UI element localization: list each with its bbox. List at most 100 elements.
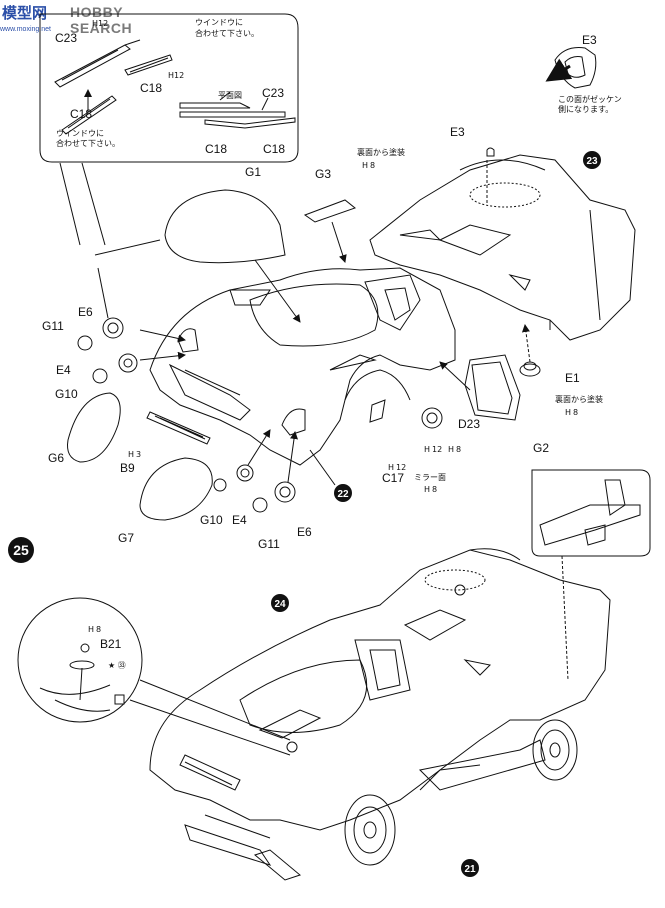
complete-car-body [149,548,611,831]
label-g6: G6 [48,451,64,465]
note-window: 合わせて下さい。 [195,28,259,38]
label-g10: G10 [55,387,78,401]
label-g7: G7 [118,531,134,545]
wiper-c18-part-2 [61,95,117,135]
watermark: 模型网 HOBBY SEARCH www.moxing.net [0,0,160,36]
badge-23-label: 23 [586,156,598,167]
e3-part-detail [554,47,597,89]
badge-22-label: 22 [337,489,349,500]
rear-detail-box [531,469,651,557]
label-e6: E6 [297,525,312,539]
d23-part [421,407,443,429]
label-d23: D23 [458,417,480,431]
label-c23: C23 [55,31,77,45]
left-headlight-parts [77,317,199,384]
front-body-shell [149,267,456,466]
rear-wheel [532,719,578,781]
label-g2: G2 [533,441,549,455]
label-g10: G10 [200,513,223,527]
inset-leader-line [81,162,106,246]
note-paint-back: 裏面から塗装 [357,147,405,157]
label-h: H [168,71,174,80]
label-e1: E1 [565,371,580,385]
e3-clip [486,147,495,157]
label-h: H [388,463,394,472]
label-h-number: 8 [432,485,437,494]
rear-detail-content [539,479,641,546]
wiper-c18-part [124,54,173,76]
note-sticker: この面がゼッケン [558,94,622,104]
label-c23: C23 [262,86,284,100]
label-b21: B21 [100,637,122,651]
label-h: H [424,445,430,454]
label-h: H [88,625,94,634]
label-c18: C18 [205,142,227,156]
badge-21-label: 21 [464,864,476,875]
detail-inset-box [39,13,299,163]
label-c17: C17 [382,471,404,485]
g7-headlight-cover [139,457,213,521]
label-e6: E6 [78,305,93,319]
label-e4: E4 [232,513,247,527]
note-sticker: 側になります。 [558,104,613,114]
g3-window-part [303,199,357,223]
label-e3: E3 [450,125,465,139]
label-h: H [362,161,368,170]
g1-windshield [164,189,286,264]
b21-mirror-part [39,643,125,712]
inset-leader-line [59,162,81,246]
b9-grille [146,411,211,445]
label-b9: B9 [120,461,135,475]
label-h: H [128,450,134,459]
badge-22: 22 [334,484,352,502]
badge-24: 24 [271,594,289,612]
watermark-text: HOBBY SEARCH [70,4,133,36]
note-mirror: ミラー面 [414,473,446,482]
right-headlight-parts [213,408,306,513]
step-number-badge: 25 [8,537,34,563]
c17-mirror-part [369,399,386,423]
label-g11: G11 [258,537,280,551]
b21-detail-circle [17,597,143,723]
label-h: H [448,445,454,454]
plan-view-diagram [179,91,296,129]
label-c18: C18 [263,142,285,156]
watermark-logo: 模型网 [2,4,48,22]
label-h-number: 8 [370,161,375,170]
label-h-number: 8 [96,625,101,634]
front-wheel [344,794,396,866]
label-h-number: 3 [136,450,141,459]
front-splitter [184,814,302,881]
rear-deck-body [369,154,636,341]
label-c18: C18 [140,81,162,95]
label-h-number: 12 [174,71,184,80]
label-e3: E3 [582,33,597,47]
label-g3: G3 [315,167,331,181]
label-h-number: 8 [456,445,461,454]
badge-23: 23 [583,151,601,169]
note-window: ウインドウに [56,129,104,138]
watermark-url: www.moxing.net [0,26,51,33]
badge-21: 21 [461,859,479,877]
label-h: H [565,408,571,417]
note-window: 合わせて下さい。 [56,138,120,148]
g6-headlight-cover [67,392,121,463]
label-h: H [424,485,430,494]
label-c18: C18 [70,107,92,121]
note-paint-back: 裏面から塗装 [555,394,603,404]
e1-part [519,361,541,377]
note-window: ウインドウに [195,18,243,27]
part-labels: C23 C18 C18 H 12 H 12 ウインドウに 合わせて下さい。 ウイ… [42,18,622,670]
paint-color-marks: ★ ㉝ [108,661,126,670]
label-h-number: 8 [573,408,578,417]
label-g1: G1 [245,165,261,179]
label-h-number: 12 [98,19,108,28]
label-e4: E4 [56,363,71,377]
badge-24-label: 24 [274,599,286,610]
label-h: H [92,19,98,28]
label-plan-view: 平面図 [218,91,242,100]
label-h-number: 12 [396,463,406,472]
wiper-c23-part [54,39,141,88]
